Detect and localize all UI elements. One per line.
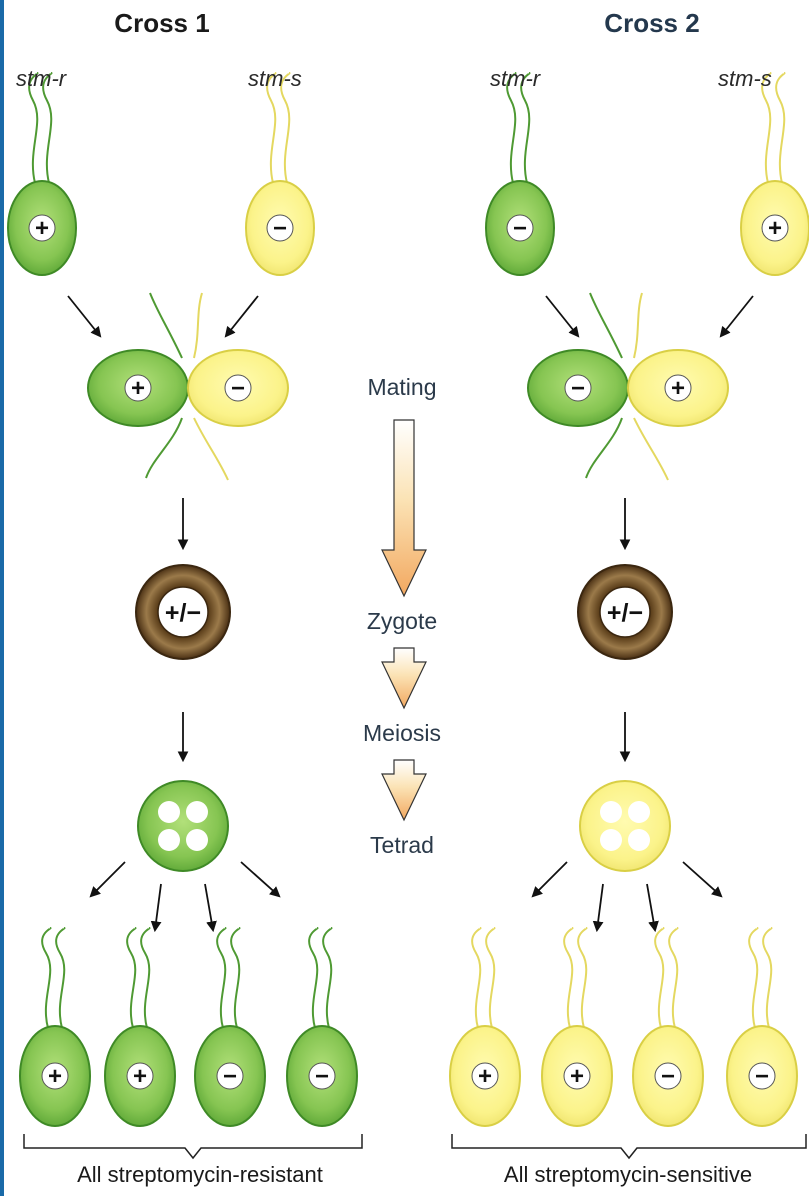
cross-2-progeny-2-flagella <box>564 928 586 1028</box>
cross-1-parent-1-strain: stm-r <box>16 66 66 92</box>
cross-2-arrow-progeny-1 <box>533 862 567 896</box>
cross-1-tetrad-spore-1 <box>158 801 180 823</box>
cross-2-arrow-parent-2 <box>721 296 753 336</box>
cross-2-progeny-2-mating-type: + <box>570 1063 584 1090</box>
cross-1-title: Cross 1 <box>62 8 262 39</box>
cross-1-parent-2-strain: stm-s <box>248 66 302 92</box>
cross-1-arrow-progeny-4 <box>241 862 279 896</box>
cross-1-tetrad-spore-4 <box>186 829 208 851</box>
cross-1-progeny-3-flagella <box>217 928 239 1028</box>
cross-2-bracket <box>452 1134 806 1158</box>
cross-2-progeny-1-mating-type: + <box>478 1063 492 1090</box>
step-meiosis: Meiosis <box>322 720 482 747</box>
cross-1-zygote-label: +/− <box>165 599 201 627</box>
cross-2-parent-1-strain: stm-r <box>490 66 540 92</box>
cross-1-tetrad-body <box>138 781 228 871</box>
step-mating: Mating <box>322 374 482 401</box>
cross-2-arrow-parent-1 <box>546 296 578 336</box>
cross-1-progeny-2-flagella <box>127 928 149 1028</box>
cross-1-progeny-2-mating-type: + <box>133 1063 147 1090</box>
cross-2-result: All streptomycin-sensitive <box>448 1162 808 1188</box>
cross-1-parent-2-mating-type: − <box>273 215 287 242</box>
cross-2-arrow-progeny-4 <box>683 862 721 896</box>
cross-2-progeny-4-mating-type: − <box>755 1063 769 1090</box>
cross-2-tetrad-spore-3 <box>600 829 622 851</box>
cross-2-progeny-3-flagella <box>655 928 677 1028</box>
cross-2-arrow-progeny-3 <box>647 884 655 930</box>
cross-1-result: All streptomycin-resistant <box>30 1162 370 1188</box>
cross-2-parent-2-mating-type: + <box>768 215 782 242</box>
cross-2-parent-1-mating-type: − <box>513 215 527 242</box>
cross-1-arrow-parent-2 <box>226 296 258 336</box>
cross-1-tetrad-spore-3 <box>158 829 180 851</box>
cross-2-tetrad-spore-2 <box>628 801 650 823</box>
cross-1-parent-1-mating-type: + <box>35 215 49 242</box>
arrow-meiosis-to-tetrad <box>382 760 426 820</box>
cross-2-progeny-1-flagella <box>472 928 494 1028</box>
cross-2-progeny-3-mating-type: − <box>661 1063 675 1090</box>
cross-2-tetrad-spore-1 <box>600 801 622 823</box>
cross-1-arrow-parent-1 <box>68 296 100 336</box>
cross-1-arrow-progeny-2 <box>155 884 161 930</box>
cross-1-progeny-1-mating-type: + <box>48 1063 62 1090</box>
cross-1-bracket <box>24 1134 362 1158</box>
step-tetrad: Tetrad <box>322 832 482 859</box>
cross-1-progeny-3-mating-type: − <box>223 1063 237 1090</box>
cross-1-tetrad-spore-2 <box>186 801 208 823</box>
cross-2-progeny-4-flagella <box>749 928 771 1028</box>
cross-2-mating-cell-2-mating-type: + <box>671 375 685 402</box>
cross-1-progeny-4-flagella <box>309 928 331 1028</box>
cross-2-arrow-progeny-2 <box>597 884 603 930</box>
cross-1-mating-cell-2-mating-type: − <box>231 375 245 402</box>
arrow-zygote-to-meiosis <box>382 648 426 708</box>
cross-2-zygote-label: +/− <box>607 599 643 627</box>
cross-1-arrow-progeny-3 <box>205 884 213 930</box>
cross-2-tetrad-spore-4 <box>628 829 650 851</box>
cross-2-mating-cell-1-mating-type: − <box>571 375 585 402</box>
step-zygote: Zygote <box>322 608 482 635</box>
cross-1-arrow-progeny-1 <box>91 862 125 896</box>
cross-1-mating-cell-1-mating-type: + <box>131 375 145 402</box>
cross-2-title: Cross 2 <box>552 8 752 39</box>
cross-1-progeny-4-mating-type: − <box>315 1063 329 1090</box>
arrow-mating-to-zygote <box>382 420 426 596</box>
cross-1-progeny-1-flagella <box>42 928 64 1028</box>
cross-2-parent-2-strain: stm-s <box>718 66 772 92</box>
cross-2-tetrad-body <box>580 781 670 871</box>
